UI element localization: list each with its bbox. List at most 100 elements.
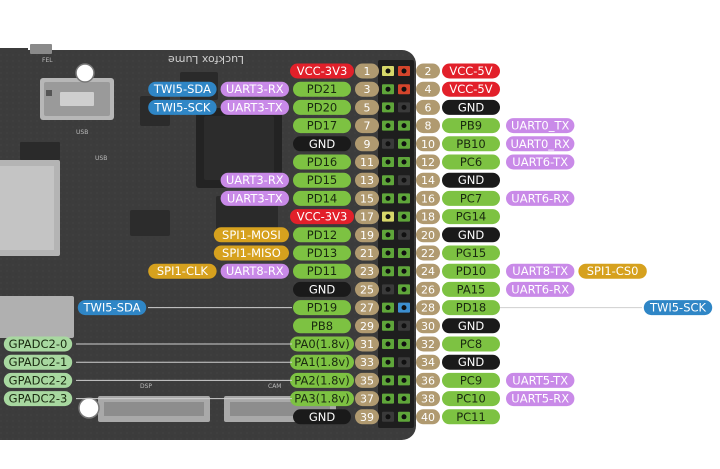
- pin-function-uart-text: UART6-RX: [511, 282, 569, 296]
- pin-hole: [401, 141, 407, 147]
- pin-label: [293, 300, 351, 316]
- pin-hole: [401, 195, 407, 201]
- pin-label: [293, 227, 351, 243]
- pin-label: [293, 263, 351, 279]
- pin-number-text: 33: [360, 356, 374, 369]
- pin-number-text: 40: [421, 411, 435, 424]
- pin-label: [442, 409, 500, 425]
- pin-hole: [401, 377, 407, 383]
- pin-number: [355, 154, 379, 170]
- pin-label: [442, 81, 500, 97]
- pin-number: [355, 63, 379, 79]
- pin-function-twi-text: TWI5-SCK: [153, 100, 211, 114]
- pin-label: [442, 372, 500, 388]
- pin-function-uart: [506, 263, 575, 279]
- pin-number: [355, 281, 379, 297]
- pin-number: [416, 209, 440, 225]
- pin-function-uart-text: UART6-RX: [511, 191, 569, 205]
- pin-number-text: 8: [425, 120, 432, 133]
- pin-label: [293, 99, 351, 115]
- pin-label-text: VCC-3V3: [297, 64, 348, 78]
- pin-label-text: VCC-5V: [449, 64, 492, 78]
- pin-label-text: GND: [458, 173, 485, 187]
- pin-hole: [385, 195, 391, 201]
- pin-hole: [385, 396, 391, 402]
- pin-function-uart: [506, 391, 575, 407]
- pin-label: [442, 118, 500, 134]
- pin-number: [355, 245, 379, 261]
- pin-number: [416, 172, 440, 188]
- pin-label-text: PD15: [307, 173, 337, 187]
- pin-hole: [401, 123, 407, 129]
- pin-hole: [385, 359, 391, 365]
- pin-label: [290, 209, 354, 225]
- pin-number: [355, 409, 379, 425]
- pin-function-twi-text: TWI5-SDA: [82, 301, 140, 315]
- pin-number: [416, 263, 440, 279]
- pin-number-text: 5: [364, 101, 371, 114]
- pin-number: [416, 336, 440, 352]
- pin-number: [416, 300, 440, 316]
- fel-button: [30, 44, 52, 54]
- pin-label-text: PB10: [456, 137, 485, 151]
- pin-function-twi-text: TWI5-SDA: [153, 82, 211, 96]
- pin-function-uart: [506, 372, 575, 388]
- pin-number-text: 22: [421, 247, 435, 260]
- pin-function-uart-text: UART3-TX: [227, 191, 283, 205]
- pin-label-text: PC9: [460, 373, 482, 387]
- pin-label-text: PB8: [311, 319, 333, 333]
- pin-label-text: PD12: [307, 228, 337, 242]
- silk-usb: USB: [76, 129, 88, 136]
- pin-number: [416, 99, 440, 115]
- pin-function-uart: [220, 172, 289, 188]
- pin-label: [442, 281, 500, 297]
- pin-label: [293, 172, 351, 188]
- pin-number-text: 23: [360, 265, 374, 278]
- pin-function-adc-text: GPADC2-3: [9, 392, 68, 406]
- pin-label-text: PC6: [460, 155, 482, 169]
- pin-hole: [385, 232, 391, 238]
- pin-hole: [385, 68, 391, 74]
- pin-function-uart: [506, 190, 575, 206]
- pin-number: [416, 136, 440, 152]
- pin-hole: [401, 359, 407, 365]
- pin-hole: [385, 214, 391, 220]
- pin-function-uart-text: UART5-TX: [512, 373, 568, 387]
- pin-hole: [401, 414, 407, 420]
- pin-hole: [385, 286, 391, 292]
- pin-label-text: PC7: [460, 191, 482, 205]
- pin-label: [442, 354, 500, 370]
- pins-layer: 1VCC-3V33PD21UART3-RXTWI5-SDA5PD20UART3-…: [3, 63, 713, 425]
- pin-hole: [401, 286, 407, 292]
- pin-label: [293, 190, 351, 206]
- pin-number-text: 28: [421, 302, 435, 315]
- pin-number: [355, 263, 379, 279]
- pin-function-spi-text: SPI1-CLK: [157, 264, 209, 278]
- pin-number-text: 13: [360, 174, 374, 187]
- pin-hole: [385, 159, 391, 165]
- pin-hole: [401, 159, 407, 165]
- pin-label-text: PA15: [457, 282, 486, 296]
- pin-number-text: 12: [421, 156, 435, 169]
- pin-number-text: 25: [360, 283, 374, 296]
- pin-label: [442, 99, 500, 115]
- pin-label-text: PD10: [456, 264, 486, 278]
- pin-number: [416, 190, 440, 206]
